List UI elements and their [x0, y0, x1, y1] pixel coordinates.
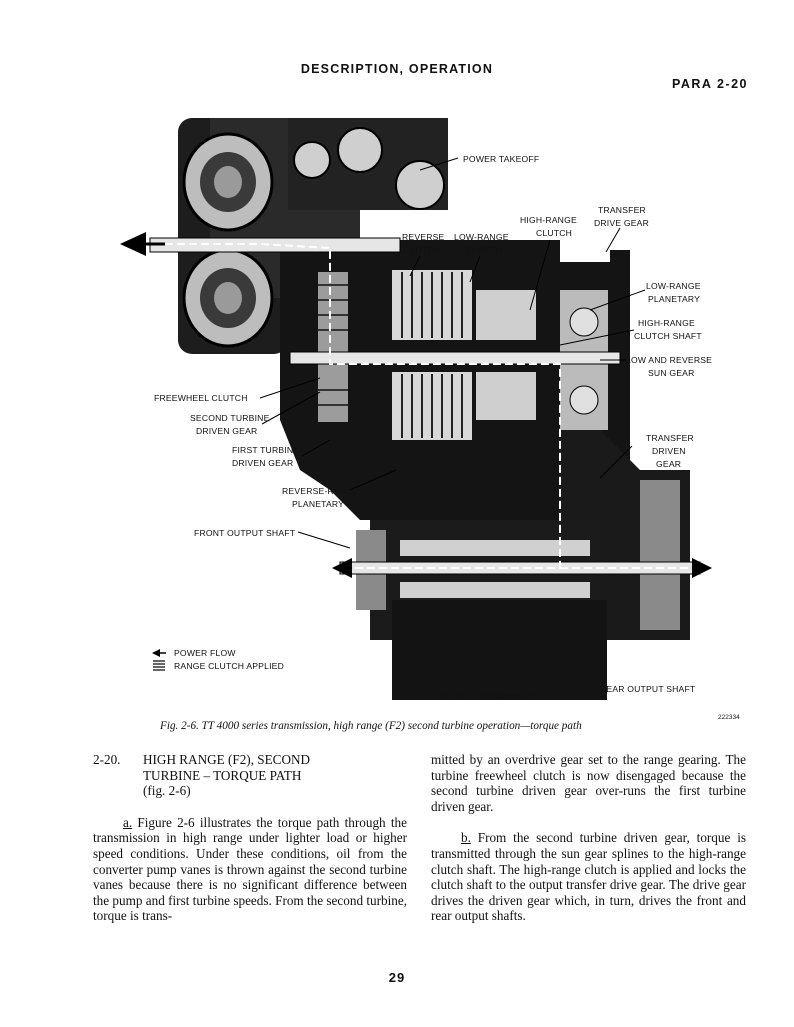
heading-line-3: (fig. 2-6) [143, 783, 191, 799]
figure-caption: Fig. 2-6. TT 4000 series transmission, h… [160, 720, 582, 732]
heading-line-1: HIGH RANGE (F2), SECOND [143, 752, 311, 767]
figure-number: 222334 [718, 714, 740, 721]
leader-lines [259, 157, 646, 549]
label-transfer-drive-gear-2: DRIVE GEAR [594, 218, 649, 228]
paragraph-b-text: From the second turbine driven gear, tor… [431, 830, 746, 924]
label-second-turbine-2: DRIVEN GEAR [196, 426, 257, 436]
label-reverse-range-planetary-2: PLANETARY [292, 499, 344, 509]
paragraph-a: a. Figure 2-6 illustrates the torque pat… [93, 815, 407, 924]
label-second-turbine: SECOND TURBINE [190, 413, 270, 423]
heading-line-2: TURBINE – TORQUE PATH [143, 767, 302, 783]
label-first-turbine: FIRST TURBINE [232, 445, 299, 455]
paragraph-a-text: Figure 2-6 illustrates the torque path t… [93, 814, 407, 924]
label-freewheel-clutch: FREEWHEEL CLUTCH [154, 393, 248, 403]
right-column: mitted by an overdrive gear set to the r… [431, 752, 746, 924]
label-high-range-clutch: HIGH-RANGE [520, 215, 577, 225]
label-output-disconnect: OUTPUT DISCONNECT [440, 692, 538, 702]
left-column: 2-20. HIGH RANGE (F2), SECOND TURBINE – … [93, 752, 407, 924]
para-number: PARA 2-20 [671, 77, 748, 91]
page-number: 29 [388, 970, 406, 985]
paragraph-b-marker: b. [461, 830, 471, 846]
paragraph-a-marker: a. [123, 814, 133, 830]
label-low-range-planetary-2: PLANETARY [648, 294, 700, 304]
label-transfer-drive-gear: TRANSFER [598, 205, 646, 215]
label-reverse-range-planetary: REVERSE-RANGE [282, 486, 359, 496]
label-low-range-clutch-2: CLUTCH [466, 245, 502, 255]
label-high-range-clutch-shaft-2: CLUTCH SHAFT [634, 331, 702, 341]
paragraph-a-continued: mitted by an overdrive gear set to the r… [431, 752, 746, 814]
label-transfer-driven-gear: TRANSFER [646, 433, 694, 443]
transmission-cutaway-diagram: POWER TAKEOFF TRANSFER DRIVE GEAR HIGH-R… [120, 118, 712, 702]
power-flow-arrow-icon [152, 649, 160, 657]
label-transfer-driven-gear-3: GEAR [656, 459, 681, 469]
section-heading: 2-20. HIGH RANGE (F2), SECOND TURBINE – … [93, 752, 407, 799]
clutch-hatch-icon [153, 660, 165, 671]
legend-range-clutch-applied: RANGE CLUTCH APPLIED [174, 661, 284, 671]
label-high-range-clutch-2: CLUTCH [536, 228, 572, 238]
label-low-range-clutch: LOW-RANGE [454, 232, 509, 242]
figure-legend: POWER FLOW RANGE CLUTCH APPLIED [152, 648, 284, 671]
heading-number: 2-20. [93, 752, 121, 767]
label-front-output-shaft: FRONT OUTPUT SHAFT [194, 528, 296, 538]
label-low-range-planetary: LOW-RANGE [646, 281, 701, 291]
label-transfer-driven-gear-2: DRIVEN [652, 446, 686, 456]
label-first-turbine-2: DRIVEN GEAR [232, 458, 293, 468]
label-low-reverse-sun-gear-2: SUN GEAR [648, 368, 695, 378]
label-reverse-clutch: REVERSE [402, 232, 445, 242]
label-power-takeoff: POWER TAKEOFF [463, 154, 539, 164]
label-rear-output-shaft: REAR OUTPUT SHAFT [600, 684, 696, 694]
label-low-reverse-sun-gear: LOW AND REVERSE [626, 355, 712, 365]
paragraph-b: b. From the second turbine driven gear, … [431, 830, 746, 924]
label-reverse-clutch-2: CLUTCH [404, 245, 440, 255]
label-high-range-clutch-shaft: HIGH-RANGE [638, 318, 695, 328]
legend-power-flow: POWER FLOW [174, 648, 236, 658]
section-title: DESCRIPTION, OPERATION [300, 62, 494, 76]
transmission-illustration [120, 118, 712, 700]
